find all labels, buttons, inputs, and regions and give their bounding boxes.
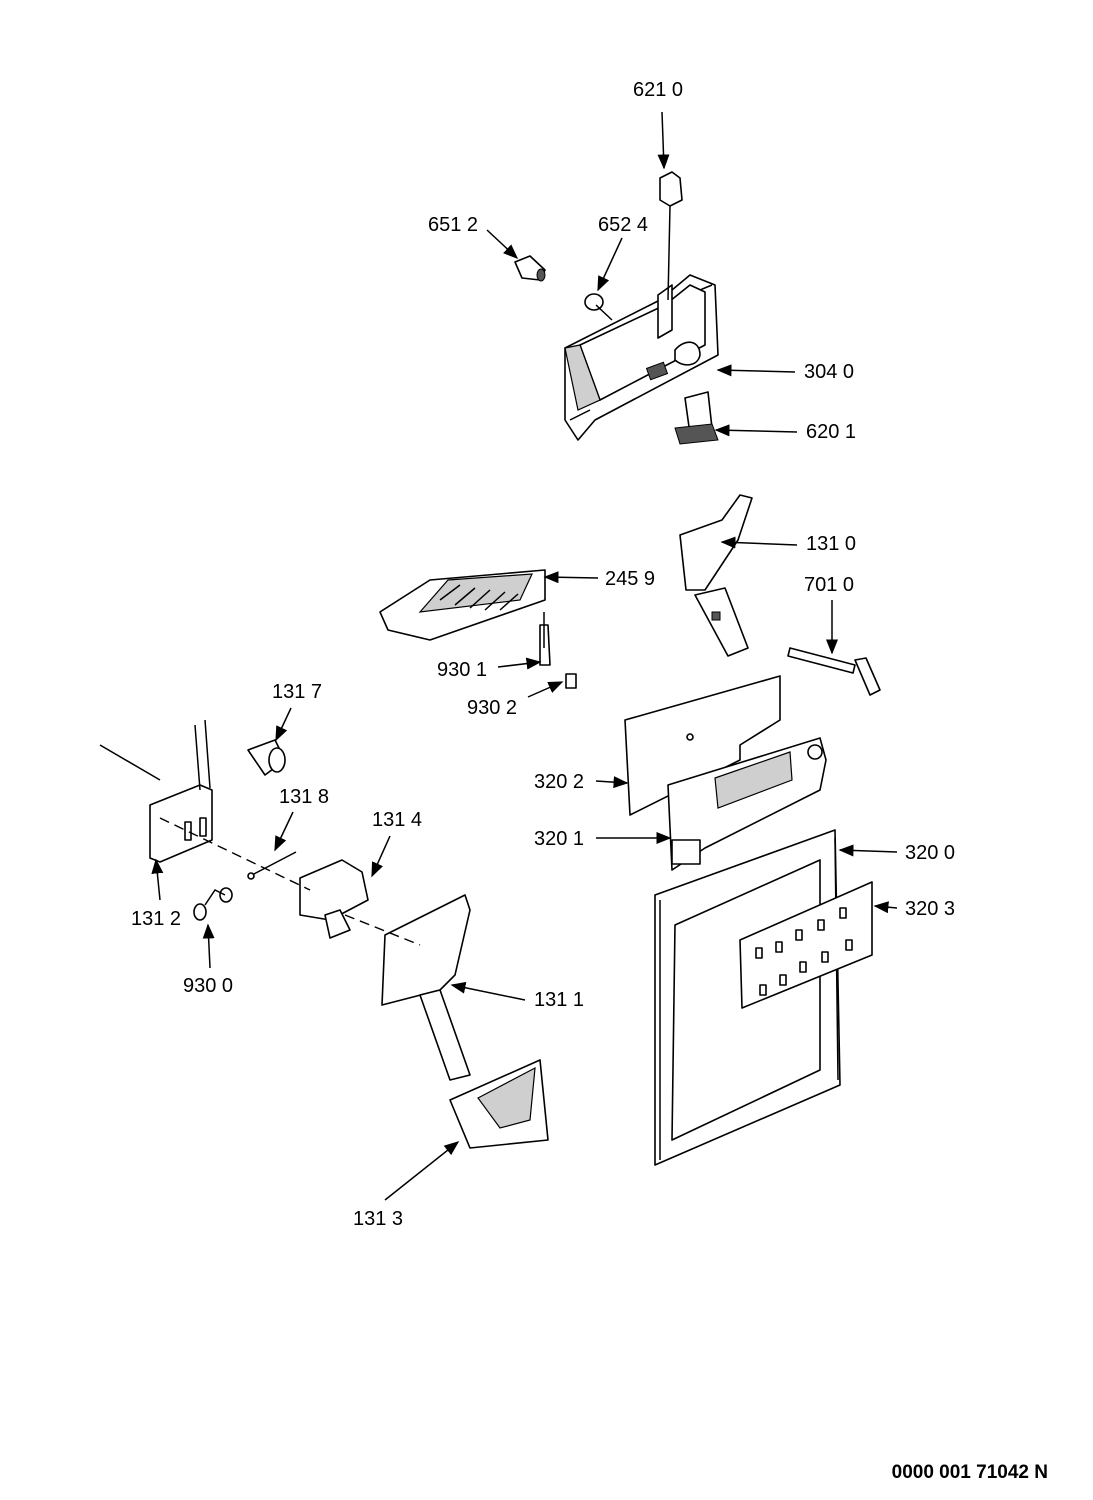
lamp-holder-part <box>584 293 613 321</box>
chute-door-part <box>381 894 471 1081</box>
clip-part <box>565 673 577 689</box>
label-621-0: 621 0 <box>633 79 684 101</box>
spring-clip-part <box>539 612 551 666</box>
rocker-switch-part <box>674 391 719 445</box>
label-131-1: 131 1 <box>534 989 585 1011</box>
display-board-part <box>667 737 827 871</box>
label-320-3: 320 3 <box>905 898 956 920</box>
label-930-0: 930 0 <box>183 975 234 997</box>
spring-part <box>193 887 233 921</box>
label-320-0: 320 0 <box>905 842 956 864</box>
label-320-2: 320 2 <box>534 771 585 793</box>
actuator-arm-part <box>299 859 369 939</box>
label-930-2: 930 2 <box>467 697 518 719</box>
magnet-part <box>247 739 286 776</box>
label-131-2: 131 2 <box>131 908 182 930</box>
label-620-1: 620 1 <box>806 421 857 443</box>
label-652-4: 652 4 <box>598 214 649 236</box>
membrane-overlay-part <box>739 881 873 1009</box>
lamp-bulb-part <box>514 255 546 282</box>
label-651-2: 651 2 <box>428 214 479 236</box>
label-131-7: 131 7 <box>272 681 323 703</box>
label-131-4: 131 4 <box>372 809 423 831</box>
rod-part <box>787 647 881 696</box>
drip-tray-part <box>379 569 546 641</box>
label-131-8: 131 8 <box>279 786 330 808</box>
microswitch-part <box>659 171 683 301</box>
label-930-1: 930 1 <box>437 659 488 681</box>
ice-chute-part <box>449 1059 549 1149</box>
control-board-part <box>624 675 781 816</box>
label-131-3: 131 3 <box>353 1208 404 1230</box>
label-304-0: 304 0 <box>804 361 855 383</box>
label-701-0: 701 0 <box>804 574 855 596</box>
dispenser-lever-part <box>679 494 753 657</box>
solenoid-coil-part <box>149 719 213 863</box>
label-131-0: 131 0 <box>806 533 857 555</box>
pin-part <box>247 851 297 880</box>
label-320-1: 320 1 <box>534 828 585 850</box>
label-245-9: 245 9 <box>605 568 656 590</box>
document-number: 0000 001 71042 N <box>891 1462 1048 1483</box>
